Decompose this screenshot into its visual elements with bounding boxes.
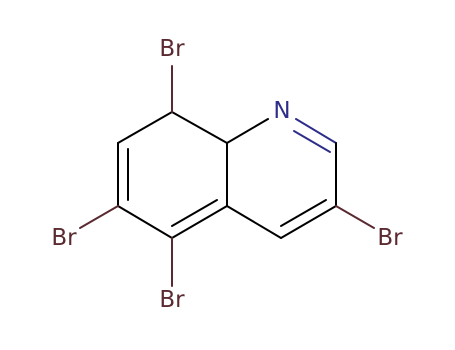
bond-c3-c4-inner xyxy=(280,199,327,227)
atom-br-top: Br xyxy=(159,36,185,62)
bond-c8a-n xyxy=(226,118,269,144)
bond-n-c2 xyxy=(295,118,337,144)
bond-c4a-c5-inner xyxy=(171,199,218,227)
bond-c5-c6 xyxy=(117,205,173,239)
bond-n-c2-inner xyxy=(293,130,331,153)
bond-c3-c4 xyxy=(280,205,337,239)
bond-c6-br xyxy=(79,205,119,229)
atom-br-right: Br xyxy=(377,225,403,251)
atom-n: N xyxy=(273,98,290,124)
bond-c4-c4a xyxy=(226,205,282,239)
bond-c8-c8a xyxy=(171,111,228,144)
atom-br-left: Br xyxy=(51,225,77,251)
bond-c3-br xyxy=(335,205,375,229)
atom-br-bottom: Br xyxy=(159,287,185,313)
bond-c4a-c5 xyxy=(171,205,228,239)
bond-c7-c8 xyxy=(117,111,173,144)
